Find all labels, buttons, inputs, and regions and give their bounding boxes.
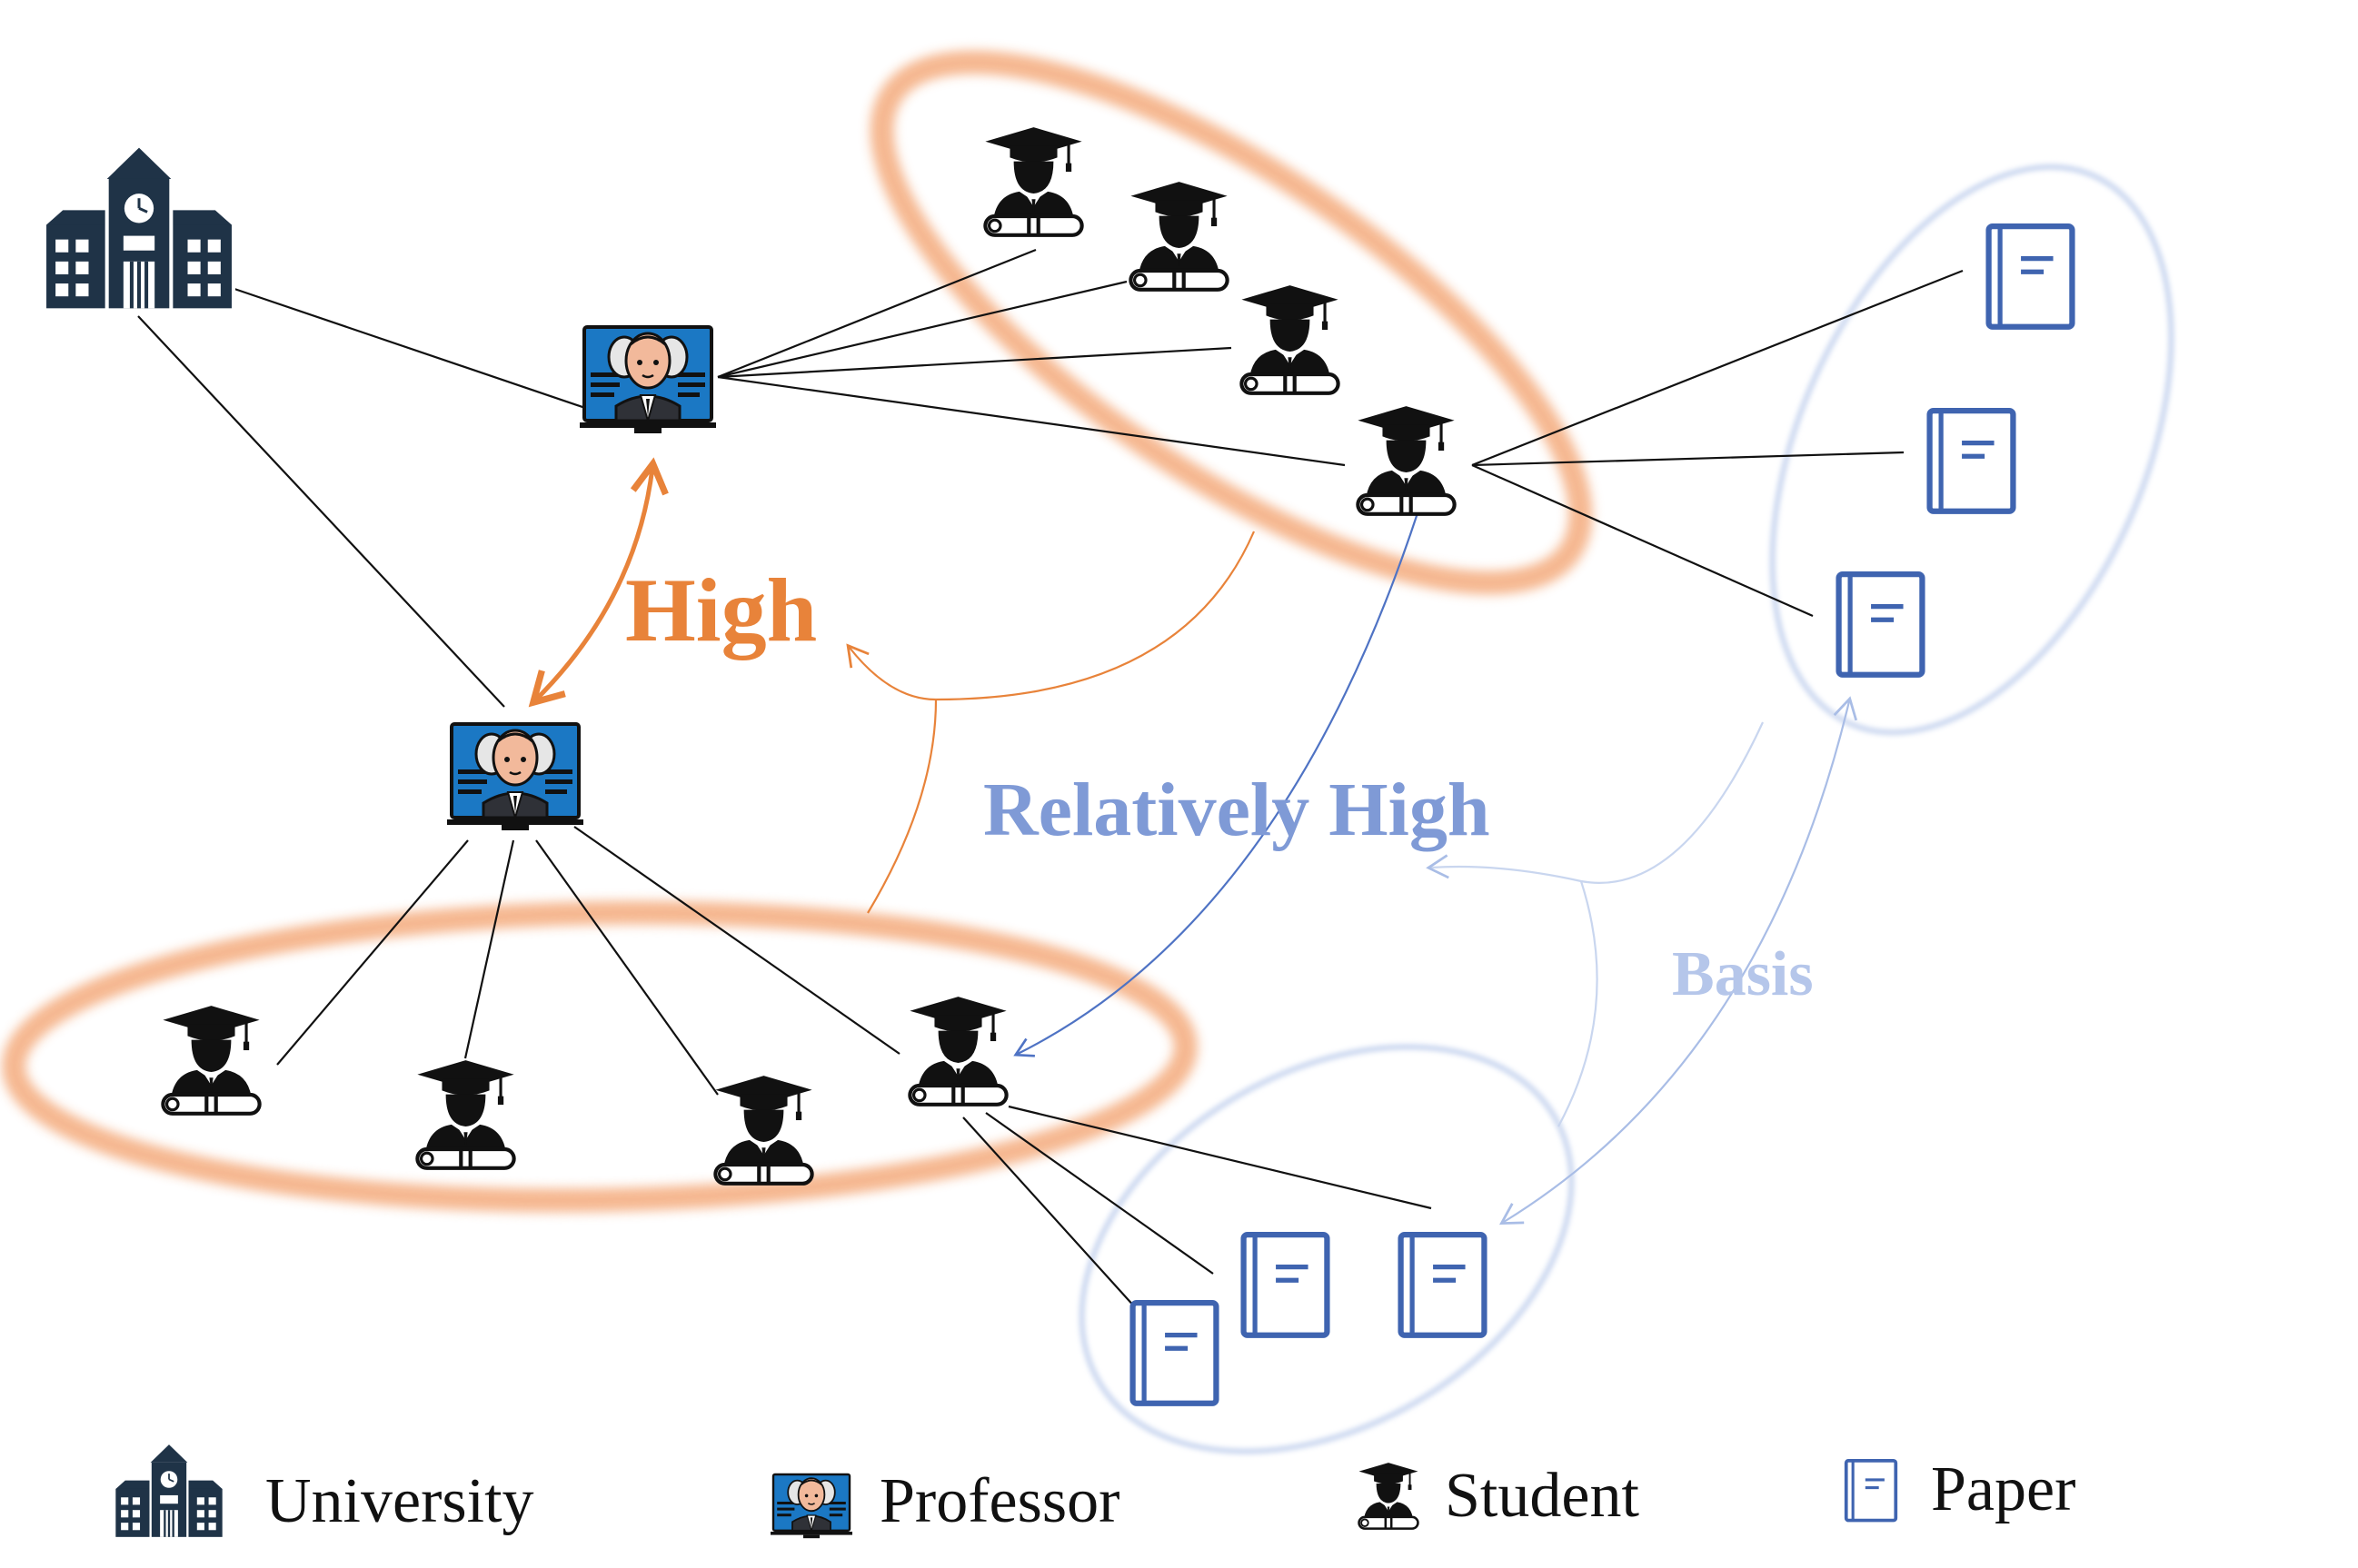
high-basis-link-lower <box>867 699 938 914</box>
legend-professor-label: Professor <box>880 1466 1120 1536</box>
legend-paper-label: Paper <box>1931 1454 2076 1524</box>
paper-document-icon <box>1989 226 2073 327</box>
edge-student4-paper1 <box>1471 269 1964 467</box>
graduate-student-icon <box>1130 182 1227 290</box>
edge-student4-paper3 <box>1471 463 1814 618</box>
edge-professor2-student7 <box>535 839 719 1096</box>
graduate-student-icon <box>1358 406 1454 514</box>
high-label: High <box>625 560 818 660</box>
legend-university-label: University <box>265 1466 534 1536</box>
edge-student8-paper5 <box>985 1112 1214 1275</box>
relatively-high-double-arrow <box>1013 485 1431 1057</box>
relatively-high-label: Relatively High <box>983 768 1490 852</box>
edge-student8-paper4 <box>962 1116 1137 1309</box>
paper-document-icon <box>1401 1235 1485 1335</box>
network-edges <box>137 248 1964 1309</box>
graduate-student-icon <box>417 1060 513 1168</box>
paper-document-icon <box>1244 1235 1328 1335</box>
legend-student-label: Student <box>1445 1461 1639 1531</box>
professor-monitor-icon <box>580 325 716 435</box>
edge-university-professor1 <box>234 287 637 427</box>
edge-professor2-student8 <box>573 826 900 1055</box>
basis-link-paper-group-lower <box>1557 880 1598 1127</box>
edge-professor2-student5 <box>276 839 469 1066</box>
lower-student-group-ring <box>2 900 1198 1213</box>
high-basis-link-upper <box>846 531 1256 701</box>
edge-professor1-student3 <box>717 346 1232 379</box>
basis-label: Basis <box>1672 939 1814 1009</box>
relation-arrows <box>528 457 1858 1226</box>
edge-professor2-student6 <box>463 839 515 1059</box>
upper-student-group-ring <box>870 50 1593 595</box>
graduate-student-icon <box>985 127 1081 235</box>
legend-professor-icon <box>771 1473 852 1540</box>
legend-university-icon <box>114 1444 224 1537</box>
edge-university-professor2 <box>137 315 505 708</box>
edge-professor1-student1 <box>717 248 1037 379</box>
paper-document-icon <box>1133 1303 1217 1404</box>
professor-monitor-icon <box>447 722 583 832</box>
university-building-icon <box>43 148 235 309</box>
edge-student8-paper6 <box>1008 1105 1432 1210</box>
graduate-student-icon <box>715 1076 811 1184</box>
legend-paper-icon <box>1844 1458 1898 1523</box>
high-double-arrow <box>528 457 669 708</box>
graduate-student-icon <box>1241 285 1338 393</box>
legend-student-icon <box>1358 1461 1419 1530</box>
edge-professor1-student4 <box>717 375 1346 467</box>
graduate-student-icon <box>910 997 1006 1105</box>
network-nodes <box>43 127 2072 1404</box>
edge-student4-paper2 <box>1471 451 1905 467</box>
edge-professor1-student2 <box>717 280 1128 379</box>
paper-document-icon <box>1930 411 2014 511</box>
basis-double-arrow <box>1498 696 1858 1226</box>
graduate-student-icon <box>163 1006 259 1114</box>
paper-document-icon <box>1839 574 1923 675</box>
